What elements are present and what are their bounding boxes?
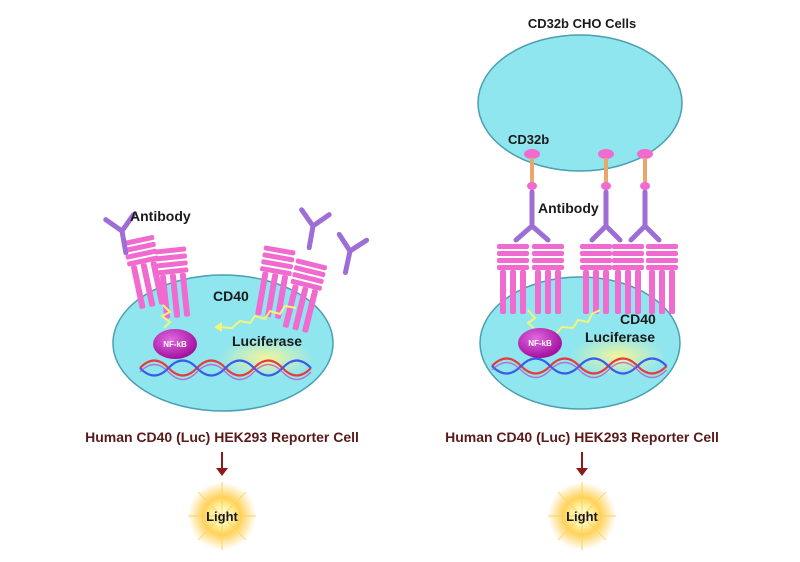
- cd32b-receptor: [637, 149, 653, 190]
- signal-arrow: [217, 304, 297, 330]
- antibody-icon: [589, 189, 623, 243]
- signal-arrow: [160, 304, 172, 329]
- nfkb-label: NF-kB: [163, 340, 187, 349]
- antibody-icon: [628, 189, 662, 243]
- antibody-icon: [332, 234, 367, 275]
- luciferase-glow: [570, 336, 666, 376]
- light-label: Light: [566, 509, 598, 524]
- luciferase-label: Luciferase: [585, 329, 655, 345]
- cho-cells-label: CD32b CHO Cells: [528, 16, 636, 31]
- luciferase-glow: [218, 338, 314, 378]
- cd32b-receptor: [598, 149, 614, 190]
- nfkb-blob: [518, 328, 562, 358]
- cd40-label: CD40: [620, 311, 656, 327]
- antibody-icon: [513, 189, 551, 243]
- reporter-cell-label: Human CD40 (Luc) HEK293 Reporter Cell: [85, 429, 359, 445]
- signal-arrow: [545, 309, 601, 336]
- antibody-icon: [295, 210, 329, 250]
- antibody-label: Antibody: [538, 200, 599, 216]
- cd32b-label: CD32b: [508, 132, 549, 147]
- nfkb-label: NF-kB: [528, 339, 552, 348]
- cd40-label: CD40: [213, 288, 249, 304]
- cd40-receptor: [497, 244, 529, 314]
- light-burst-icon: [188, 482, 256, 550]
- antibody-label: Antibody: [130, 208, 191, 224]
- cd40-receptor: [580, 244, 612, 314]
- cho-cell: [477, 34, 683, 172]
- cd40-receptor: [532, 244, 564, 314]
- cd40-receptor: [646, 244, 678, 314]
- signal-arrowhead: [214, 322, 222, 332]
- luciferase-label: Luciferase: [232, 333, 302, 349]
- light-burst-icon: [548, 482, 616, 550]
- cd32b-receptor: [524, 149, 540, 190]
- right-panel: CD32b CHO Cells CD32b: [445, 16, 719, 550]
- reporter-cell-label: Human CD40 (Luc) HEK293 Reporter Cell: [445, 429, 719, 445]
- cd40-receptor: [612, 244, 644, 314]
- left-panel: NF-kB Antibody CD40 Luciferase Human CD4…: [85, 208, 367, 550]
- arrow-head-icon: [216, 468, 228, 476]
- arrow-head-icon: [576, 468, 588, 476]
- nfkb-blob: [153, 329, 197, 359]
- light-label: Light: [206, 509, 238, 524]
